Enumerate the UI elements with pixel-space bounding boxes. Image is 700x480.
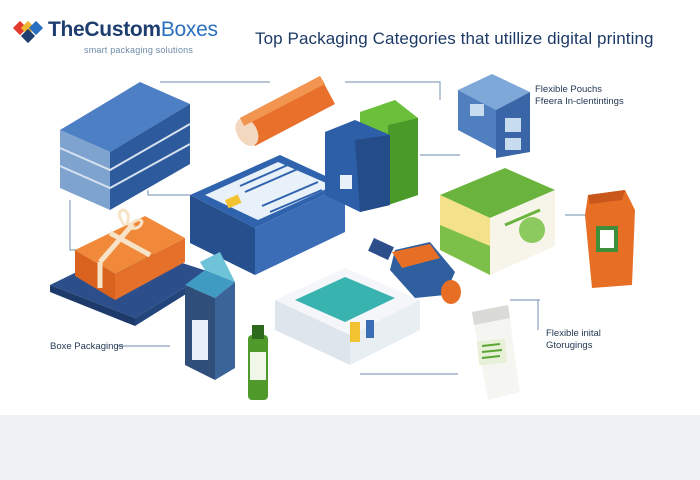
connector-lines [69, 81, 585, 375]
brand-name-part2: Boxes [160, 18, 218, 41]
brand-name-part1: TheCustom [48, 18, 161, 41]
blue-green-carton-illustration [325, 100, 418, 212]
label-box-packaging: Boxe Packagings [50, 341, 124, 352]
label-line: Ffeera In-clentintings [535, 96, 624, 107]
label-line: Flexible inital [546, 328, 601, 339]
footer-band [0, 415, 700, 480]
label-flexible-pouches: Flexible Pouchs Ffeera In-clentintings [535, 84, 624, 108]
green-carton-illustration [440, 168, 555, 275]
label-line: Flexible Pouchs [535, 84, 603, 95]
white-pouch-illustration [472, 305, 520, 400]
label-flexible-initial: Flexible inital Gtorugings [546, 328, 601, 352]
brand-tagline: smart packaging solutions [84, 45, 194, 55]
small-blue-boxes-illustration [458, 74, 530, 158]
lying-bottle-illustration [368, 238, 461, 304]
orange-pouch-illustration [585, 190, 635, 288]
page-title: Top Packaging Categories that utillize d… [255, 29, 654, 48]
orange-gift-box-illustration [75, 208, 185, 300]
blue-printed-box-illustration [190, 155, 345, 275]
stacked-blue-boxes-illustration [59, 82, 191, 210]
connector-line [147, 190, 190, 196]
orange-tube-illustration [235, 76, 335, 146]
brand-name: TheCustomBoxes [48, 18, 218, 42]
label-line: Gtorugings [546, 340, 593, 351]
connector-line [345, 81, 441, 100]
tall-blue-box-illustration [185, 252, 235, 380]
logo-mark-icon [12, 20, 44, 44]
green-bottle-illustration [248, 325, 268, 400]
white-tray-illustration [275, 268, 420, 365]
